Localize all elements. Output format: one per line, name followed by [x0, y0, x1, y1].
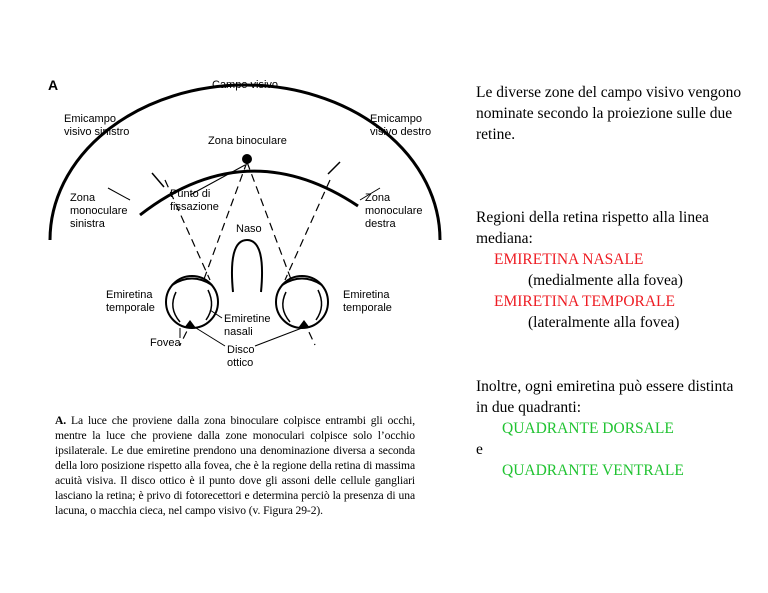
leader-zona-sx [107, 187, 131, 201]
label-zona-sx-2: monoculare [70, 205, 127, 217]
label-emicampo-sx-1: Emicampo [64, 113, 116, 125]
right-eye-ray-fixation [246, 161, 296, 291]
intro-paragraph: Le diverse zone del campo visivo vengono… [476, 82, 746, 145]
label-disco-2: ottico [227, 357, 253, 369]
label-punto-2: fissazione [170, 201, 219, 213]
label-zona-binoculare: Zona binoculare [208, 135, 287, 147]
label-emiretina-temp-sx-2: temporale [106, 302, 155, 314]
conjunction-e: e [476, 441, 483, 458]
visual-field-arc [48, 83, 442, 241]
diagram-svg: A Campo visivo Emicampo visivo sinistro … [48, 77, 442, 369]
quadrants-paragraph: Inoltre, ogni emiretina può essere disti… [476, 376, 746, 481]
label-emicampo-sx-2: visivo sinistro [64, 126, 129, 138]
emiretina-temporale-desc: (lateralmente alla fovea) [528, 314, 680, 331]
caption-text: La luce che proviene dalla zona binocula… [55, 414, 415, 517]
label-emiretine-nasali-2: nasali [224, 326, 253, 338]
label-zona-dx-2: monoculare [365, 205, 422, 217]
left-eye [165, 275, 219, 329]
label-naso: Naso [236, 223, 262, 235]
label-emiretina-temp-dx-1: Emiretina [343, 289, 390, 301]
leader-disco-dx [254, 327, 303, 347]
figure-caption: A. La luce che proviene dalla zona binoc… [55, 413, 415, 518]
leader-disco-sx [195, 327, 226, 347]
label-zona-dx-3: destra [365, 218, 396, 230]
emiretina-temporale-label: EMIRETINA TEMPORALE [494, 293, 675, 310]
fixation-point [242, 154, 252, 164]
binocular-zone-arc [139, 169, 359, 217]
label-emiretine-nasali-1: Emiretine [224, 313, 270, 325]
quadrante-dorsale-label: QUADRANTE DORSALE [502, 420, 674, 437]
emiretina-nasale-label: EMIRETINA NASALE [494, 251, 644, 268]
label-punto-1: Punto di [170, 188, 210, 200]
caption-letter: A. [55, 414, 67, 427]
emiretina-nasale-desc: (medialmente alla fovea) [528, 272, 683, 289]
nose-outline [230, 238, 264, 293]
label-zona-sx-1: Zona [70, 192, 96, 204]
binocular-left-tick [151, 172, 165, 188]
leader-fissazione [189, 164, 246, 196]
label-emicampo-dx-1: Emicampo [370, 113, 422, 125]
label-emiretina-temp-dx-2: temporale [343, 302, 392, 314]
right-eye [275, 275, 329, 329]
retina-regions-paragraph: Regioni della retina rispetto alla linea… [476, 207, 746, 333]
panel-letter: A [48, 77, 58, 93]
leader-nasali [209, 309, 223, 319]
label-emiretina-temp-sx-1: Emiretina [106, 289, 153, 301]
binocular-right-tick [327, 161, 341, 175]
leader-zona-dx [359, 187, 381, 201]
label-campo-visivo: Campo visivo [212, 79, 278, 91]
label-zona-sx-3: sinistra [70, 218, 106, 230]
quadrante-ventrale-label: QUADRANTE VENTRALE [502, 462, 684, 479]
visual-field-diagram: A Campo visivo Emicampo visivo sinistro … [40, 70, 460, 400]
left-eye-ray-fixation [199, 161, 248, 291]
label-zona-dx-1: Zona [365, 192, 391, 204]
quadrants-intro: Inoltre, ogni emiretina può essere disti… [476, 378, 734, 416]
label-fovea: Fovea [150, 337, 181, 349]
label-disco-1: Disco [227, 344, 255, 356]
retina-regions-intro: Regioni della retina rispetto alla linea… [476, 209, 709, 247]
right-outer-ray [284, 179, 331, 281]
left-outer-ray [164, 179, 211, 281]
label-emicampo-dx-2: visivo destro [370, 126, 431, 138]
intro-text: Le diverse zone del campo visivo vengono… [476, 84, 742, 143]
